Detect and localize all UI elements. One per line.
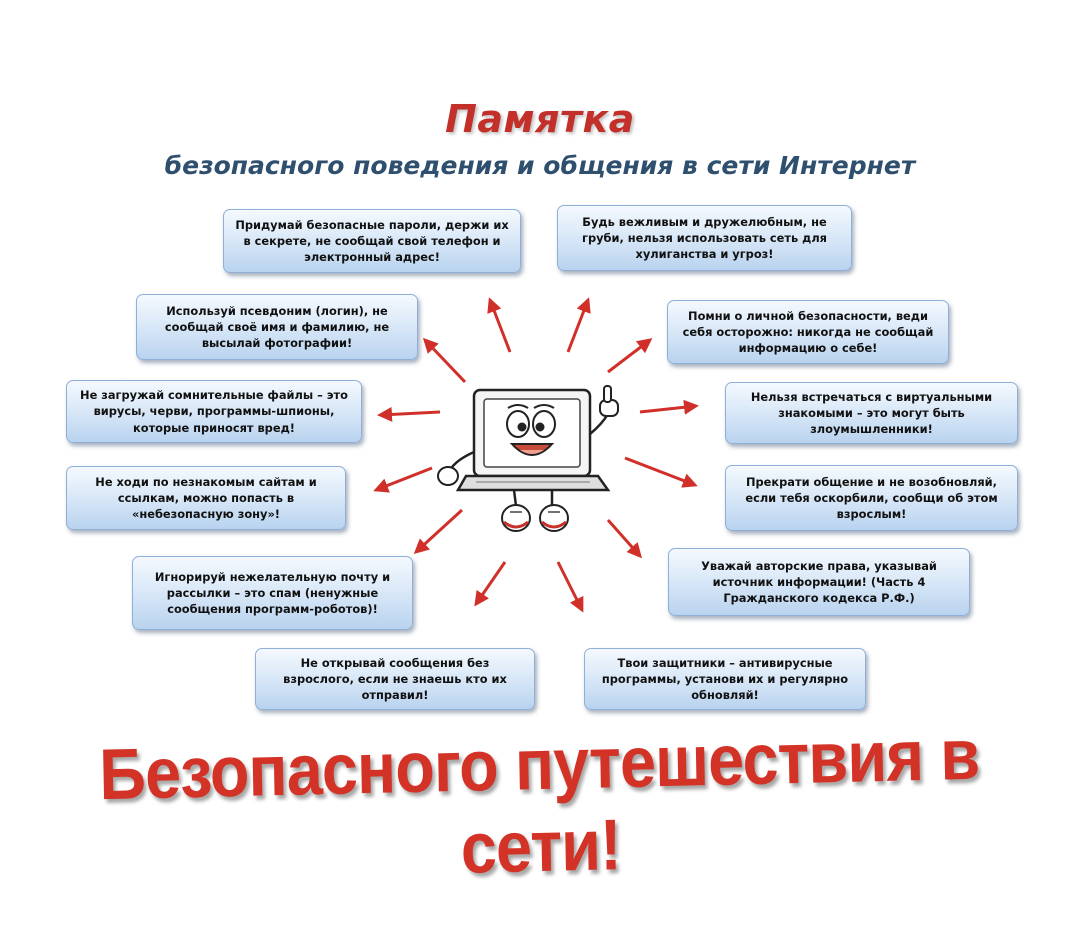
tip-stop-text: Прекрати общение и не возобновляй, если … (745, 474, 998, 522)
tip-meetings: Нельзя встречаться с виртуальными знаком… (725, 382, 1018, 444)
tip-spam: Игнорируй нежелательную почту и рассылки… (132, 556, 413, 630)
title: Памятка (445, 97, 635, 141)
tip-passwords-text: Придумай безопасные пароли, держи их в с… (235, 217, 509, 265)
tip-copyright: Уважай авторские права, указывай источни… (668, 548, 970, 616)
tip-antivirus: Твои защитники – антивирусные программы,… (584, 648, 866, 710)
arrow-icon (422, 337, 467, 384)
arrow-icon (556, 561, 584, 613)
tip-copyright-text: Уважай авторские права, указывай источни… (701, 558, 937, 606)
tip-pseudonym: Используй псевдоним (логин), не сообщай … (136, 294, 418, 360)
tip-polite-text: Будь вежливым и дружелюбным, не груби, н… (582, 214, 827, 262)
tip-files-text: Не загружай сомнительные файлы – это вир… (80, 388, 348, 435)
tip-messages-text: Не открывай сообщения без взрослого, есл… (283, 655, 507, 703)
arrow-icon (639, 399, 699, 415)
tip-meetings-text: Нельзя встречаться с виртуальными знаком… (750, 389, 993, 437)
tip-passwords: Придумай безопасные пароли, держи их в с… (223, 209, 521, 273)
arrow-icon (607, 338, 653, 374)
tip-sites: Не ходи по незнакомым сайтам и ссылкам, … (66, 466, 346, 530)
arrow-icon (487, 297, 512, 353)
tip-sites-text: Не ходи по незнакомым сайтам и ссылкам, … (95, 474, 317, 522)
arrow-icon (566, 297, 591, 353)
tip-spam-text: Игнорируй нежелательную почту и рассылки… (154, 569, 391, 617)
arrow-icon (377, 406, 441, 422)
tip-safety: Помни о личной безопасности, веди себя о… (667, 300, 949, 364)
subtitle: безопасного поведения и общения в сети И… (164, 151, 916, 180)
tip-polite: Будь вежливым и дружелюбным, не груби, н… (557, 205, 852, 271)
arrow-icon (606, 519, 642, 559)
tip-pseudonym-text: Используй псевдоним (логин), не сообщай … (164, 303, 390, 351)
arrow-icon (474, 561, 507, 607)
tip-files: Не загружай сомнительные файлы – это вир… (66, 380, 362, 443)
tip-messages: Не открывай сообщения без взрослого, есл… (255, 648, 535, 710)
tip-antivirus-text: Твои защитники – антивирусные программы,… (601, 655, 849, 703)
tip-stop: Прекрати общение и не возобновляй, если … (725, 465, 1018, 531)
arrow-icon (373, 466, 433, 493)
arrow-icon (624, 456, 698, 488)
smiling-laptop-character-icon (437, 385, 619, 532)
tip-safety-text: Помни о личной безопасности, веди себя о… (682, 308, 934, 356)
slogan: Безопасного путешествия в сети! (98, 714, 980, 889)
arrow-icon (413, 508, 464, 555)
